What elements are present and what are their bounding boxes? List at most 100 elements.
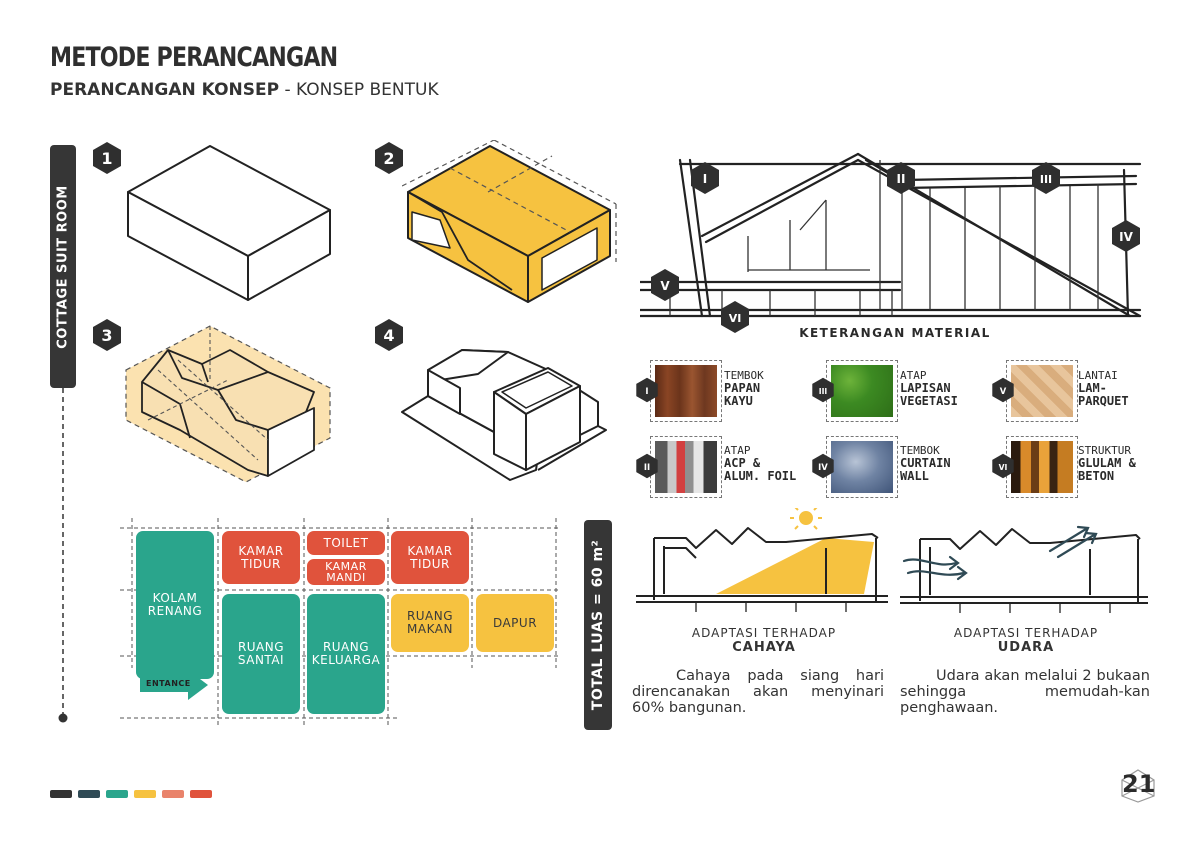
room-label: KOLAM RENANG — [147, 591, 203, 618]
side-label-bar: COTTAGE SUIT ROOM — [50, 145, 76, 388]
marker-ii-label: II — [897, 172, 906, 186]
palette-swatch-5 — [162, 790, 184, 798]
material-name: LAM- — [1078, 381, 1107, 395]
room-label: KAMAR TIDUR — [238, 543, 284, 571]
material-type: LANTAI — [1078, 369, 1118, 382]
swatch-acp-foil — [650, 436, 722, 498]
swatch-marker-iii: III — [812, 377, 834, 403]
page-number: 21 — [1122, 770, 1156, 798]
marker-iv: IV — [1112, 220, 1140, 252]
swatch-marker-iv: IV — [812, 453, 834, 479]
material-type: STRUKTUR — [1078, 444, 1131, 457]
step-badge-1: 1 — [93, 142, 121, 174]
room-label: RUANG KELUARGA — [311, 640, 381, 667]
swatch-marker-v: V — [992, 377, 1014, 403]
swatch-marker-ii: II — [636, 453, 658, 479]
swatch-marker-i-label: I — [645, 386, 648, 396]
section-light — [636, 508, 888, 612]
room-label: TOILET — [323, 535, 369, 550]
swatch-marker-vi: VI — [992, 453, 1014, 479]
room-kamar-tidur-1: KAMAR TIDUR — [222, 531, 300, 584]
room-kamar-tidur-2: KAMAR TIDUR — [391, 531, 469, 584]
swatch-lam-parquet — [1006, 360, 1078, 422]
material-name: GLULAM & — [1078, 456, 1136, 470]
material-name-2: PARQUET — [1078, 394, 1129, 408]
material-name-2: KAYU — [724, 394, 753, 408]
step-badge-4: 4 — [375, 319, 403, 351]
swatch-lapisan-vegetasi — [826, 360, 898, 422]
material-name-2: VEGETASI — [900, 394, 958, 408]
entrance-label: ENTANCE — [146, 679, 191, 688]
section-air — [900, 525, 1148, 613]
swatch-curtain-wall — [826, 436, 898, 498]
material-name-2: ALUM. FOIL — [724, 469, 797, 483]
marker-ii: II — [887, 162, 915, 194]
material-name: ACP & — [724, 456, 761, 470]
page-subtitle: PERANCANGAN KONSEP - KONSEP BENTUK — [50, 80, 439, 100]
subtitle-rest: - KONSEP BENTUK — [279, 80, 439, 100]
room-toilet: TOILET — [307, 531, 385, 555]
step-number-2: 2 — [383, 149, 394, 168]
step-badge-2: 2 — [375, 142, 403, 174]
marker-i-label: I — [703, 172, 707, 186]
swatch-marker-ii-label: II — [644, 462, 650, 472]
marker-v: V — [651, 269, 679, 301]
material-name: PAPAN — [724, 381, 761, 395]
caption-target: UDARA — [997, 640, 1055, 655]
palette-swatch-3 — [106, 790, 128, 798]
palette-swatch-2 — [78, 790, 100, 798]
swatch-marker-v-label: V — [1000, 386, 1007, 396]
room-kolam-renang: KOLAM RENANG — [136, 531, 214, 679]
material-type: TEMBOK — [724, 369, 764, 382]
step-number-4: 4 — [383, 326, 394, 345]
marker-v-label: V — [660, 279, 670, 293]
material-name: CURTAIN — [900, 456, 951, 470]
marker-i: I — [691, 162, 719, 194]
material-name-2: WALL — [900, 469, 929, 483]
subtitle-bold: PERANCANGAN KONSEP — [50, 80, 280, 100]
iso-box-plain — [127, 145, 331, 301]
room-label: RUANG MAKAN — [406, 609, 454, 636]
step-badge-3: 3 — [93, 319, 121, 351]
swatch-papan-kayu — [650, 360, 722, 422]
palette-swatch-1 — [50, 790, 72, 798]
materials-heading: KETERANGAN MATERIAL — [799, 326, 991, 340]
marker-vi-label: VI — [729, 312, 742, 325]
step-number-1: 1 — [101, 149, 112, 168]
swatch-marker-iii-label: III — [819, 387, 828, 396]
page-title: METODE PERANCANGAN — [50, 42, 338, 73]
room-kamar-mandi: KAMAR MANDI — [307, 559, 385, 585]
marker-iv-label: IV — [1119, 230, 1133, 244]
total-area-bar: TOTAL LUAS = 60 m² — [584, 520, 612, 730]
timeline-line — [58, 388, 68, 723]
entrance-arrow — [140, 670, 208, 700]
material-name-2: BETON — [1078, 469, 1115, 483]
page-number-ornament — [1121, 769, 1155, 803]
material-type: ATAP — [900, 369, 927, 382]
iso-box-yellow — [402, 140, 617, 303]
material-type: ATAP — [724, 444, 751, 457]
swatch-glulam-beton — [1006, 436, 1078, 498]
palette-swatch-4 — [134, 790, 156, 798]
iso-form-final — [401, 349, 607, 481]
total-area-label: TOTAL LUAS = 60 m² — [590, 539, 606, 711]
material-type: TEMBOK — [900, 444, 940, 457]
paragraph-cahaya: Cahaya pada siang hari direncanakan akan… — [632, 668, 884, 716]
caption-label: ADAPTASI TERHADAP — [953, 626, 1099, 640]
swatch-marker-vi-label: VI — [999, 463, 1008, 472]
marker-iii-label: III — [1040, 173, 1052, 186]
room-ruang-makan: RUANG MAKAN — [391, 594, 469, 652]
palette-swatch-6 — [190, 790, 212, 798]
room-ruang-keluarga: RUANG KELUARGA — [307, 594, 385, 714]
material-name: LAPISAN — [900, 381, 951, 395]
swatch-marker-iv-label: IV — [818, 462, 828, 472]
step-number-3: 3 — [101, 326, 112, 345]
side-label: COTTAGE SUIT ROOM — [55, 184, 71, 349]
paragraph-udara: Udara akan melalui 2 bukaan sehingga mem… — [900, 668, 1150, 716]
